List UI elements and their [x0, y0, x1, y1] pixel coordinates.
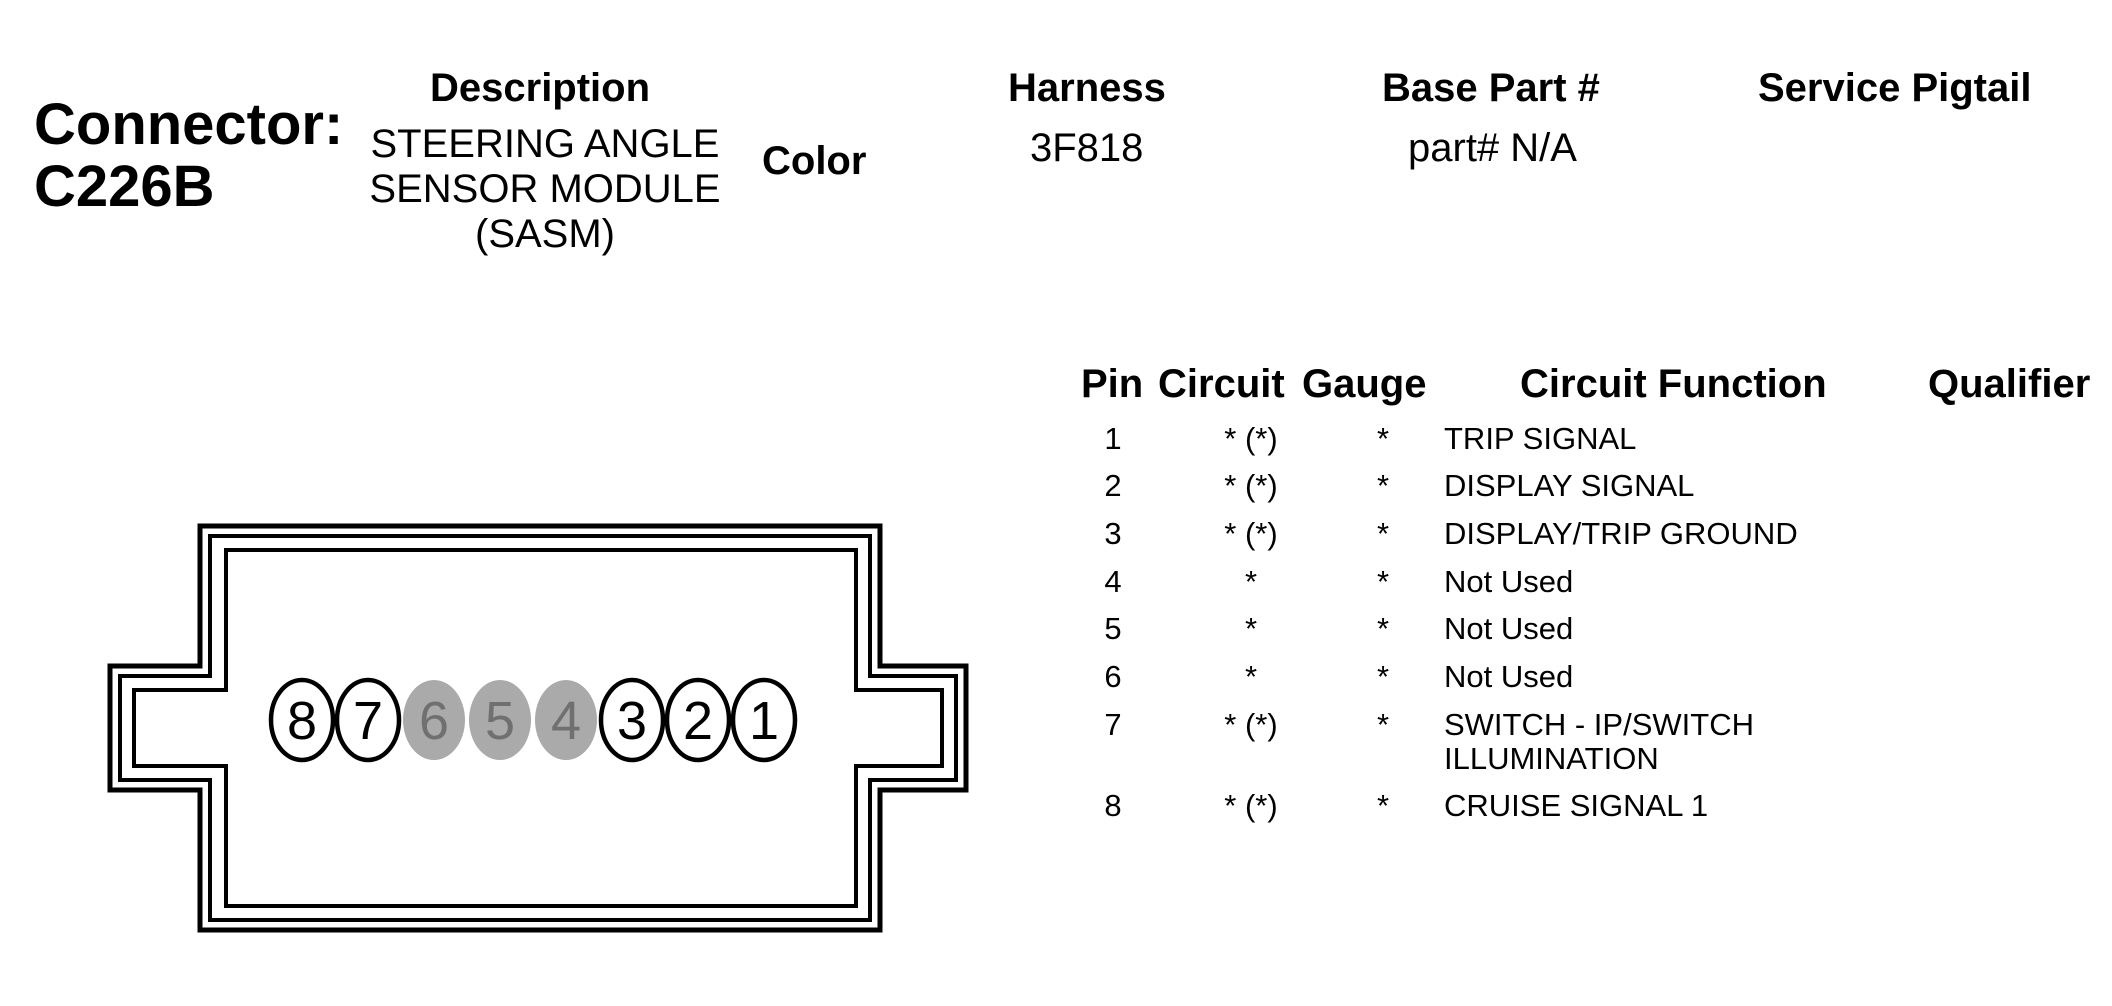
gauge-value: * — [1376, 611, 1390, 646]
base-part-value: part# N/A — [1408, 126, 1577, 170]
harness-header: Harness — [1008, 66, 1166, 110]
pin-cavity-shape — [535, 680, 597, 760]
table-row: 3 * (*) * DISPLAY/TRIP GROUND — [1080, 517, 2100, 563]
gauge-value: * — [1376, 659, 1390, 694]
pin-cavity-shape — [730, 677, 798, 763]
connector-id: C226B — [34, 154, 215, 219]
gauge-value: * — [1376, 707, 1390, 742]
circuit-value: * (*) — [1224, 421, 1278, 456]
circuit-function: Not Used — [1444, 659, 1574, 694]
pin-cavity-label: 8 — [287, 691, 317, 751]
pin-cavity-label: 7 — [353, 691, 383, 751]
connector-outer-outline — [107, 523, 969, 933]
gauge-value: * — [1376, 516, 1390, 551]
pin-cavity-shape — [598, 677, 666, 763]
pin-cavity-label: 2 — [683, 691, 713, 751]
connector-label: Connector: — [34, 92, 344, 157]
table-row: 5 * * Not Used — [1080, 612, 2100, 658]
circuit-function: CRUISE SIGNAL 1 — [1444, 788, 1709, 823]
connector-inner-outline — [132, 548, 944, 908]
circuit-function: Not Used — [1444, 564, 1574, 599]
table-row: 7 * (*) * SWITCH - IP/SWITCH ILLUMINATIO… — [1080, 708, 2100, 788]
gauge-value: * — [1376, 788, 1390, 823]
pin-cavity-2: 2 — [664, 677, 732, 763]
pin-cavity-shape — [268, 677, 336, 763]
circuit-function: SWITCH - IP/SWITCH ILLUMINATION — [1444, 707, 1754, 776]
circuit-column-header: Circuit — [1158, 362, 1285, 406]
pin-cavity-label: 6 — [419, 691, 449, 751]
description-value: STEERING ANGLE SENSOR MODULE (SASM) — [369, 122, 721, 256]
pin-cavity-label: 3 — [617, 691, 647, 751]
connector-title: Connector: C226B — [34, 94, 343, 218]
pin-cavity-4: 4 — [535, 680, 597, 760]
pin-cavity-label: 1 — [749, 691, 779, 751]
circuit-value: * (*) — [1224, 707, 1278, 742]
gauge-value: * — [1376, 421, 1390, 456]
color-header: Color — [762, 139, 867, 183]
pin-cavity-5: 5 — [469, 680, 531, 760]
pin-number: 3 — [1104, 516, 1122, 551]
circuit-function: TRIP SIGNAL — [1444, 421, 1637, 456]
gauge-value: * — [1376, 564, 1390, 599]
table-row: 8 * (*) * CRUISE SIGNAL 1 — [1080, 789, 2100, 835]
circuit-value: * (*) — [1224, 788, 1278, 823]
pin-cavity-label: 4 — [551, 691, 581, 751]
pin-number: 2 — [1104, 468, 1122, 503]
pin-cavity-shape — [469, 680, 531, 760]
table-row: 6 * * Not Used — [1080, 660, 2100, 706]
table-row: 1 * (*) * TRIP SIGNAL — [1080, 422, 2100, 468]
circuit-function: Not Used — [1444, 611, 1574, 646]
base-part-header: Base Part # — [1382, 66, 1600, 110]
pin-column-header: Pin — [1081, 362, 1144, 406]
connector-middle-outline — [118, 534, 958, 922]
pin-cavity-7: 7 — [334, 677, 402, 763]
pin-number: 8 — [1104, 788, 1122, 823]
pin-number: 1 — [1104, 421, 1122, 456]
table-row: 2 * (*) * DISPLAY SIGNAL — [1080, 469, 2100, 515]
pin-cavity-shape — [664, 677, 732, 763]
qualifier-column-header: Qualifier — [1928, 362, 2091, 406]
pin-cavity-8: 8 — [268, 677, 336, 763]
pin-number: 7 — [1104, 707, 1122, 742]
gauge-value: * — [1376, 468, 1390, 503]
circuit-function-column-header: Circuit Function — [1520, 362, 1827, 406]
pin-cavity-shape — [403, 680, 465, 760]
harness-value: 3F818 — [1030, 126, 1144, 170]
table-row: 4 * * Not Used — [1080, 565, 2100, 611]
pin-cavity-6: 6 — [403, 680, 465, 760]
pin-number: 4 — [1104, 564, 1122, 599]
circuit-value: * (*) — [1224, 516, 1278, 551]
pin-cavity-3: 3 — [598, 677, 666, 763]
circuit-value: * — [1244, 659, 1258, 694]
pin-number: 5 — [1104, 611, 1122, 646]
circuit-value: * — [1244, 564, 1258, 599]
description-header: Description — [430, 66, 651, 110]
circuit-value: * (*) — [1224, 468, 1278, 503]
pin-cavity-1: 1 — [730, 677, 798, 763]
pin-cavity-label: 5 — [485, 691, 515, 751]
gauge-column-header: Gauge — [1302, 362, 1427, 406]
circuit-value: * — [1244, 611, 1258, 646]
circuit-function: DISPLAY/TRIP GROUND — [1444, 516, 1798, 551]
pin-cavity-shape — [334, 677, 402, 763]
pin-number: 6 — [1104, 659, 1122, 694]
service-pigtail-header: Service Pigtail — [1758, 66, 2032, 110]
circuit-function: DISPLAY SIGNAL — [1444, 468, 1695, 503]
